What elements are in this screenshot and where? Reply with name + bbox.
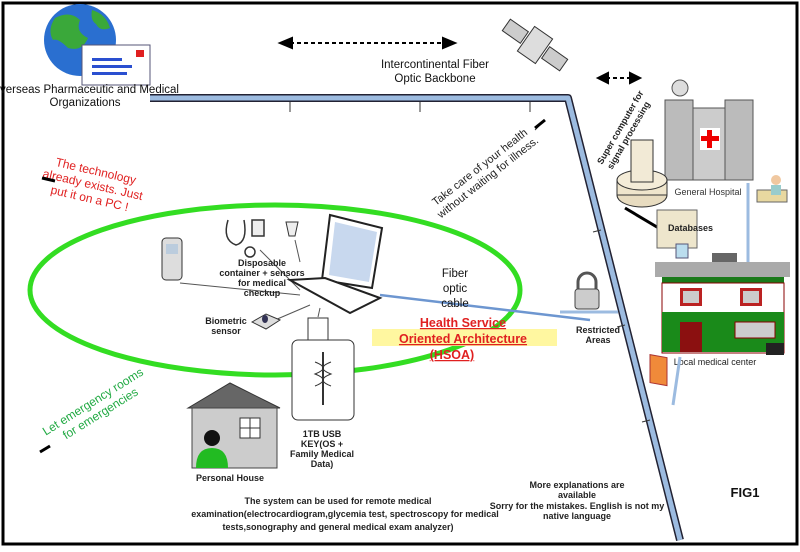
backbone-label-2: Optic Backbone [394,73,475,85]
fiber-optic-backbone [150,94,684,541]
laptop-icon [286,213,384,315]
device-cables [179,239,321,321]
ultrasound-probe-icon [285,221,299,237]
health-marker [534,118,546,130]
fiber-label-1: Fiber [442,268,468,280]
disposable-label-1: Disposable [238,258,286,268]
more-line-1: More explanations are [529,480,624,490]
usb-label-4: Data) [311,459,334,469]
lock-icon [574,271,600,310]
hsoa-title: Health Service Oriented Architecture (HS… [399,316,527,362]
hsoa-line-1: Health Service [420,316,506,330]
databases-label: Databases [668,223,713,233]
fiber-label-3: cable [441,298,469,310]
system-line-2: examination(electrocardiogram,glycemia t… [191,509,499,519]
system-line-1: The system can be used for remote medica… [244,496,431,506]
dashed-double-arrow-hospital [595,71,643,85]
backbone-label: Intercontinental Fiber [381,59,489,71]
firewall-icon [649,354,668,387]
database-server-icon [656,209,698,259]
biometric-label-2: sensor [211,326,241,336]
hsoa-line-2: Oriented Architecture [399,332,527,346]
restricted-label: Restricted [576,325,620,335]
local-center-link [671,356,682,406]
fiber-optic-cable [379,293,591,322]
usb-key-icon [291,317,355,421]
health-note: Take care of your health without waiting… [430,127,541,222]
general-hospital-label: General Hospital [674,187,741,197]
mobile-phone-icon [161,237,183,281]
system-description: The system can be used for remote medica… [191,496,499,532]
emergency-note: Let emergency rooms for emergencies [40,365,146,442]
envelope-icon [81,44,151,86]
globe-icon [44,4,116,76]
figure-label: FIG1 [731,485,760,500]
explanation-note: More explanations are available Sorry fo… [490,480,665,521]
hsoa-line-3: (HSOA) [430,348,474,362]
hsoa-highlight [372,329,557,346]
stethoscope-icon [225,219,265,258]
more-line-4: native language [543,511,611,521]
usb-label-1: 1TB USB [303,429,342,439]
general-hospital-icon [664,79,754,181]
technology-note: The technology already exists. Just put … [41,155,144,214]
health-note-1: Take care of your health [430,127,530,209]
emergency-marker [39,444,51,454]
disposable-label-3: for medical [238,278,286,288]
disposable-label-2: container + sensors [219,268,304,278]
satellite-icon [501,18,569,72]
biometric-label-1: Biometric [205,316,247,326]
biometric-sensor-icon [250,313,282,330]
system-line-3: tests,sonography and general medical exa… [222,522,453,532]
personal-house-icon [186,382,281,469]
doctor-at-desk-icon [756,175,788,203]
usb-label-2: KEY(OS + [301,439,343,449]
fiber-label-2: optic [443,283,468,295]
local-center-label: Local medical center [674,357,757,367]
local-medical-center-icon [655,253,790,355]
disposable-label-4: checkup [244,288,281,298]
technology-marker [41,176,56,183]
more-line-2: available [558,490,596,500]
overseas-label: Overseas Pharmaceutic and Medical [0,84,179,96]
usb-label-3: Family Medical [290,449,354,459]
health-note-2: without waiting for illness. [435,135,541,222]
dashed-double-arrow [277,36,458,50]
personal-house-label: Personal House [196,473,264,483]
restricted-label-2: Areas [585,335,610,345]
more-line-3: Sorry for the mistakes. English is not m… [490,501,665,511]
home-network-ellipse [27,202,523,378]
supercomputer-icon [616,139,668,208]
overseas-label-2: Organizations [50,97,121,109]
